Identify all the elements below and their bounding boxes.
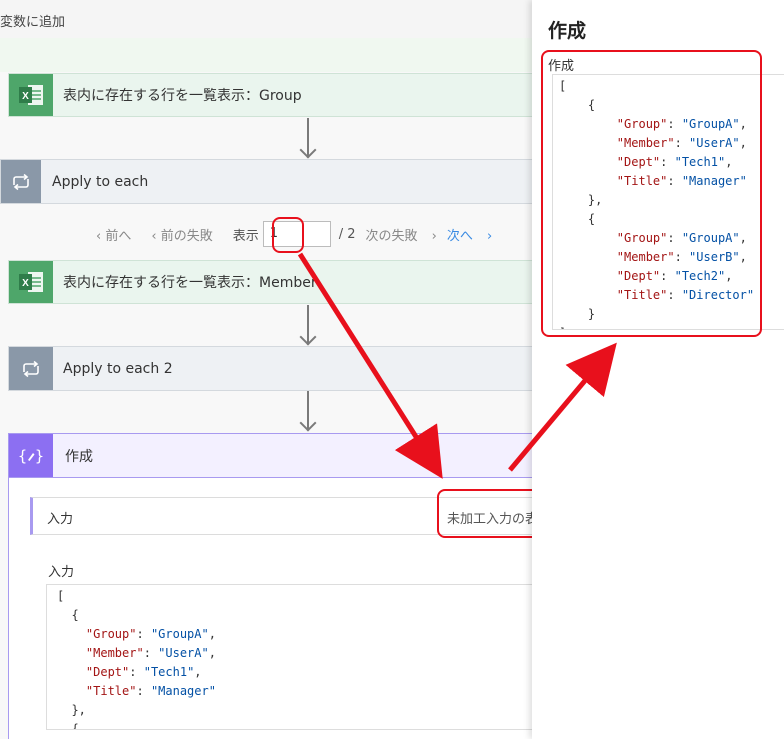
connector-line bbox=[307, 391, 309, 429]
step-title: 表内に存在する行を一覧表示：Group bbox=[63, 88, 302, 104]
next-failure-label: 次の失敗 bbox=[365, 228, 418, 244]
arrow-to-raw-inputs bbox=[297, 252, 443, 479]
panel-title: 作成 bbox=[548, 20, 587, 42]
next-failure-button[interactable]: 次の失敗 › bbox=[365, 228, 437, 244]
step-compose[interactable]: { } 作成 bbox=[8, 433, 532, 478]
step-title: 作成 bbox=[65, 448, 93, 465]
arrow-to-panel bbox=[508, 342, 617, 472]
svg-text:}: } bbox=[35, 447, 44, 465]
inputs-parameter-label: 入力 bbox=[47, 512, 74, 527]
svg-text:{: { bbox=[18, 447, 27, 465]
loop-icon bbox=[1, 160, 41, 203]
inputs-json-viewer[interactable]: [ { "Group": "GroupA", "Member": "UserA"… bbox=[46, 584, 532, 730]
json-text: [ { "Group": "GroupA", "Member": "UserA"… bbox=[559, 79, 755, 329]
step-apply-to-each-2[interactable]: Apply to each 2 bbox=[8, 346, 532, 391]
previous-step-label: 変数に追加 bbox=[0, 15, 66, 30]
compose-icon: { } bbox=[9, 434, 53, 477]
svg-text:X: X bbox=[22, 91, 29, 102]
excel-icon: X bbox=[9, 261, 53, 303]
connector-line bbox=[307, 305, 309, 343]
previous-step-bar[interactable]: 変数に追加 bbox=[0, 0, 532, 38]
excel-icon: X bbox=[9, 74, 53, 116]
panel-json-viewer[interactable]: [ { "Group": "GroupA", "Member": "UserA"… bbox=[552, 74, 784, 330]
iteration-total: / 2 bbox=[338, 226, 356, 242]
prev-failure-label: 前の失敗 bbox=[160, 228, 213, 244]
panel-field-label: 作成 bbox=[548, 59, 575, 74]
step-apply-to-each[interactable]: Apply to each bbox=[0, 159, 532, 204]
show-label: 表示 bbox=[232, 228, 259, 244]
json-text: [ { "Group": "GroupA", "Member": "UserA"… bbox=[57, 589, 216, 730]
prev-failure-button[interactable]: ‹ 前の失敗 bbox=[151, 228, 213, 244]
next-label: 次へ bbox=[446, 228, 473, 244]
highlight-iteration-input bbox=[272, 217, 304, 253]
step-list-rows-member[interactable]: X 表内に存在する行を一覧表示：Member bbox=[8, 260, 532, 304]
show-raw-inputs-link[interactable]: 未加工入力の表 bbox=[447, 512, 539, 527]
step-title: 表内に存在する行を一覧表示：Member bbox=[63, 275, 317, 291]
prev-label: 前へ bbox=[105, 228, 132, 244]
prev-button[interactable]: ‹ 前へ bbox=[96, 228, 132, 244]
connector-line bbox=[307, 118, 309, 156]
next-button[interactable]: 次へ › bbox=[446, 228, 493, 244]
step-list-rows-group[interactable]: X 表内に存在する行を一覧表示：Group bbox=[8, 73, 532, 117]
step-title: Apply to each 2 bbox=[63, 360, 173, 377]
inputs-heading: 入力 bbox=[48, 565, 75, 580]
success-band bbox=[0, 38, 532, 72]
svg-text:X: X bbox=[22, 278, 29, 289]
highlight-panel-json bbox=[541, 50, 762, 337]
step-title: Apply to each bbox=[52, 173, 149, 190]
loop-icon bbox=[9, 347, 53, 390]
inputs-parameter-row[interactable]: 入力 未加工入力の表 bbox=[30, 497, 538, 535]
